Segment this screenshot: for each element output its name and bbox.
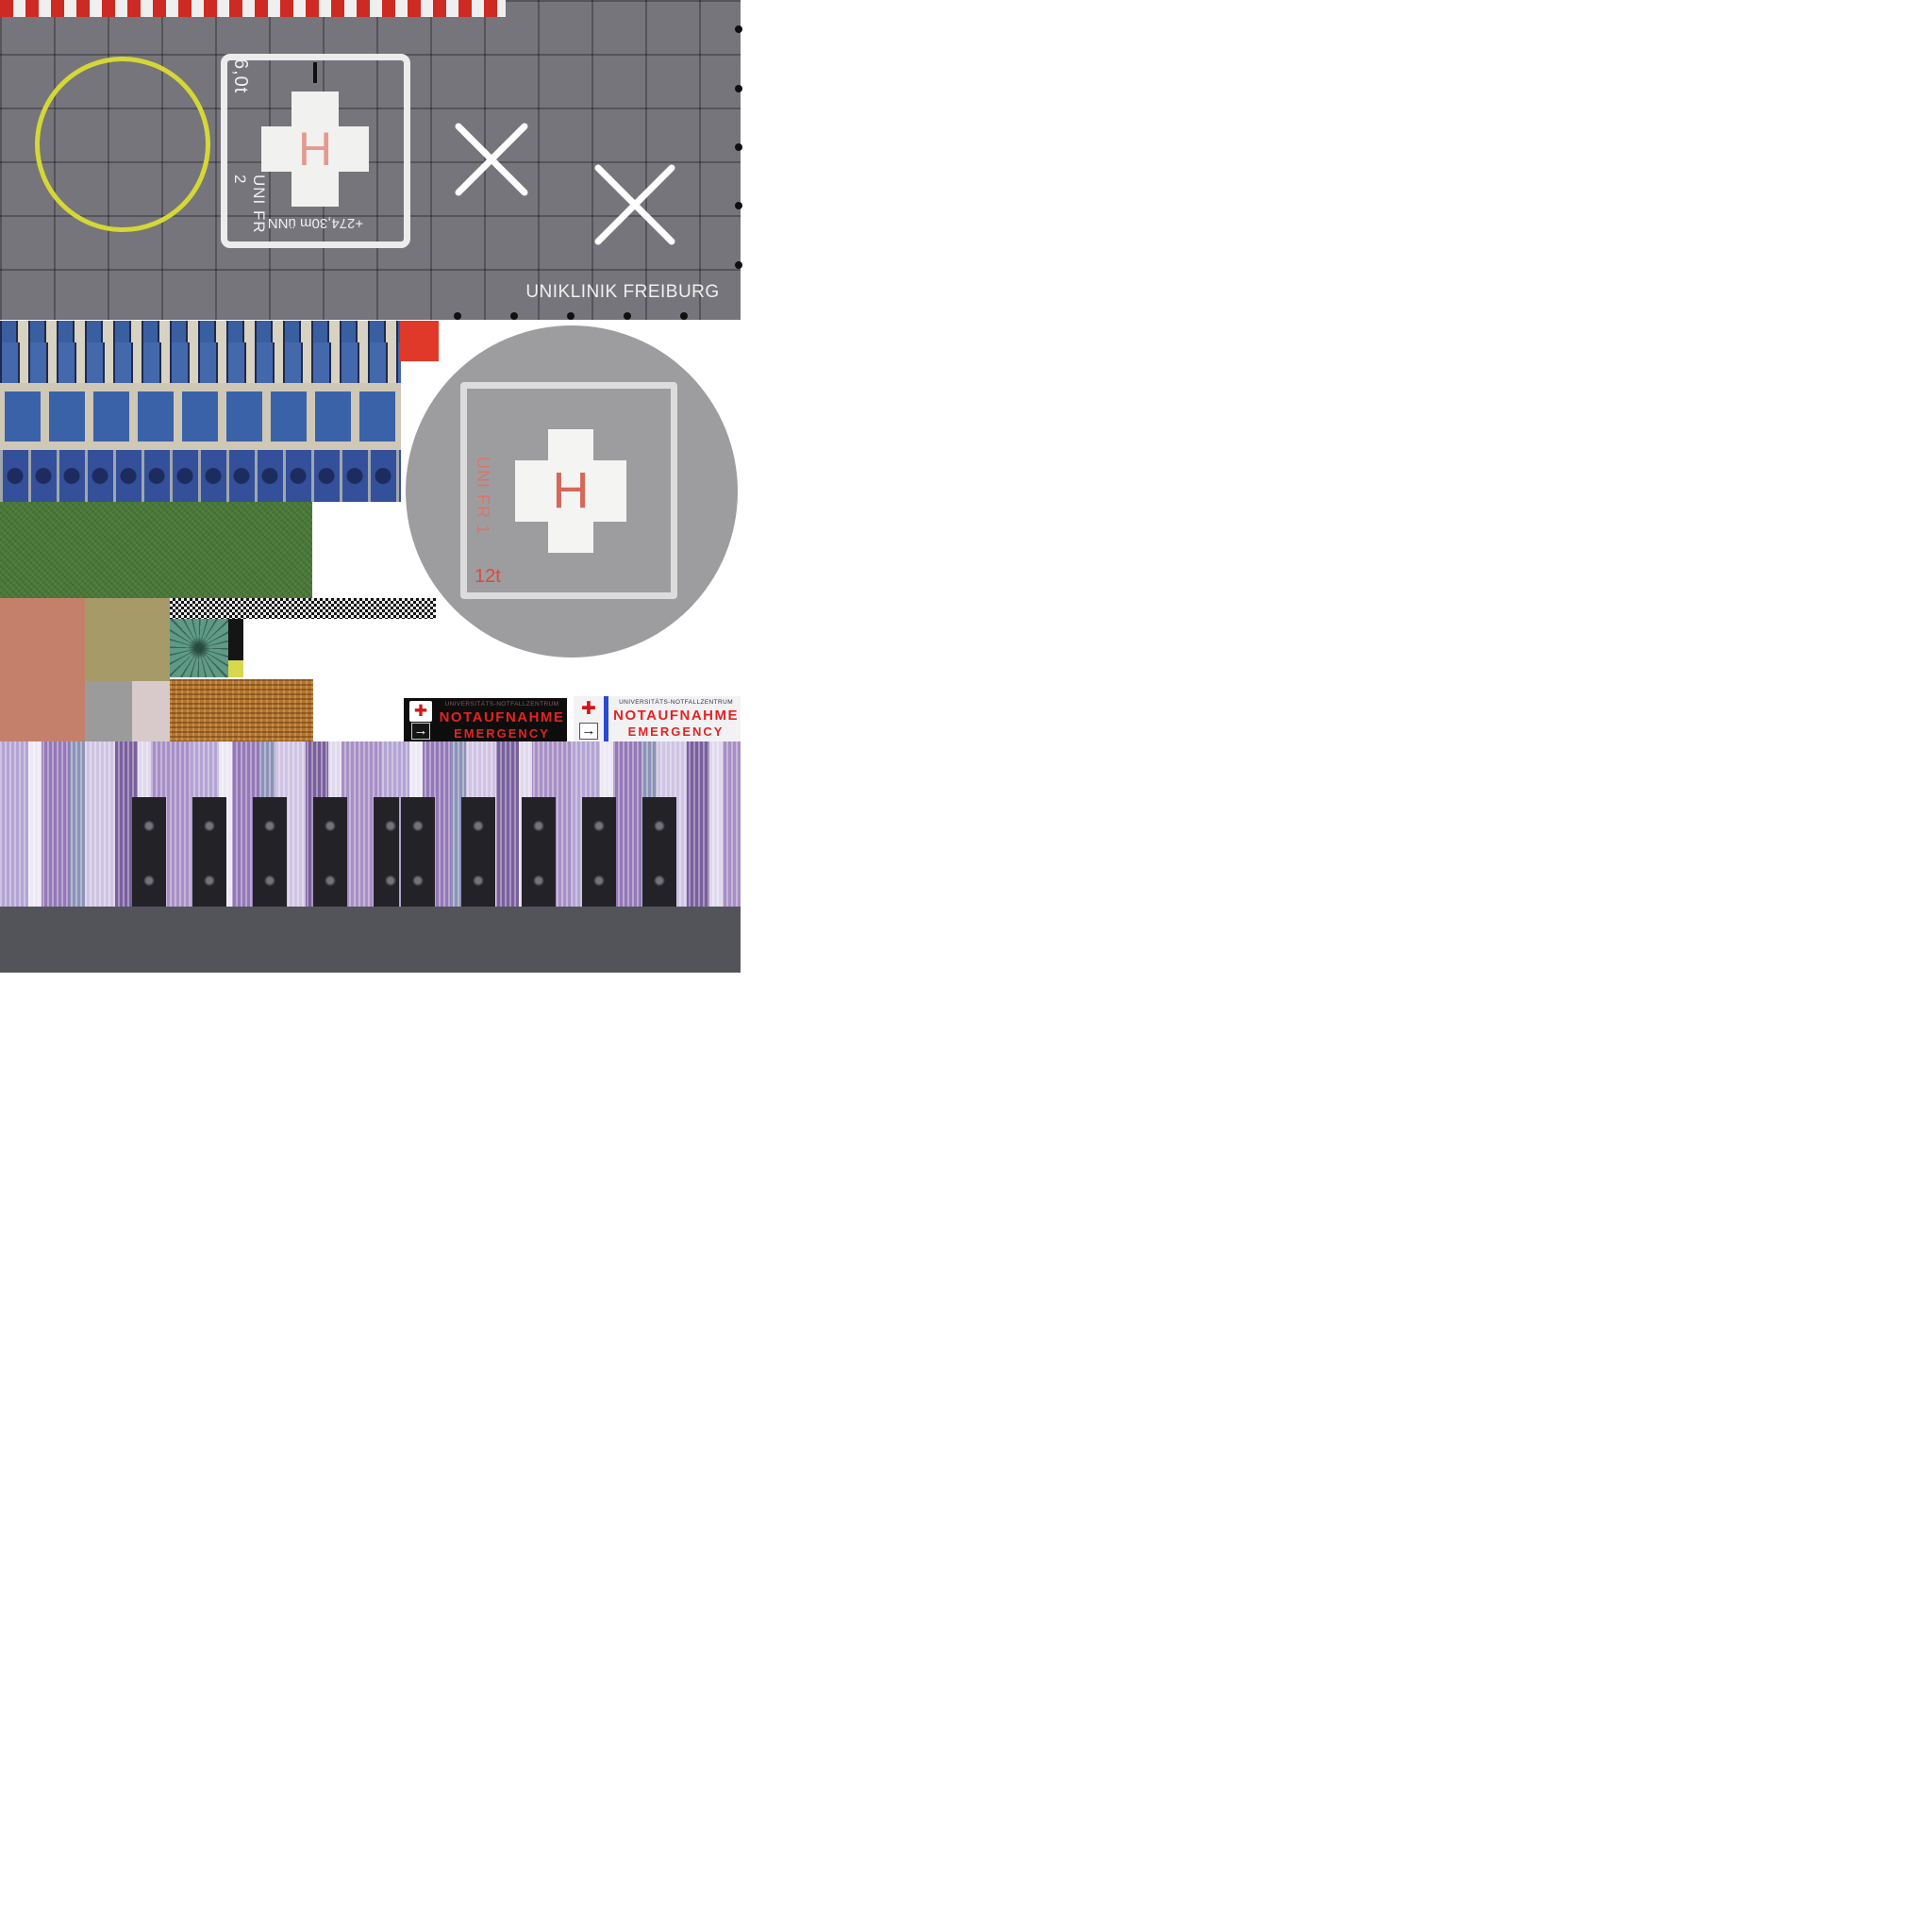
hazard-stripes [0,0,506,17]
rooftop-texture: H 6,0t UNI FR 2 +274,30m üNN UNIKLINIK F… [0,0,742,320]
rooftop-helipad-marking: H 6,0t UNI FR 2 +274,30m üNN [221,54,410,248]
registration-dot [454,312,461,320]
pink-color-swatch [132,681,170,741]
sign-text-column: UNIVERSITÄTS-NOTFALLZENTRUM NOTAUFNAHME … [434,698,567,741]
facade-windows-strip-small [0,321,401,342]
facade-windows-strip-wide [0,383,401,450]
red-cross-icon: ✚ [581,699,596,719]
registration-dot [680,312,688,320]
registration-dot [567,312,575,320]
registration-dot [624,312,631,320]
helipad-weight-limit: 12t [475,566,501,587]
helipad-cross-horizontal [261,126,369,172]
yellow-bar-swatch [228,660,243,677]
red-cross-icon: ✚ [409,701,432,722]
helipad-tick-mark [313,62,317,83]
teal-starburst-swatch [170,619,228,677]
salmon-color-swatch [0,598,85,741]
registration-dot [510,312,518,320]
sign-header: UNIVERSITÄTS-NOTFALLZENTRUM [444,701,559,708]
red-color-swatch [400,321,439,361]
helipad-weight-limit: 6,0t [230,58,251,94]
registration-dot [735,25,742,33]
helipad-square-border: H UNI FR 1 12t [460,382,677,599]
sign-icon-column: ✚ → [404,698,434,741]
registration-dot [735,202,742,209]
sign-icon-column: ✚ → [574,696,600,741]
arrow-right-icon: → [579,723,598,740]
facade-windows-strip-tall [0,342,401,383]
closed-area-x-icon [455,123,528,196]
sign-notaufnahme-label: NOTAUFNAHME [439,709,565,725]
helipad-cross-horizontal [515,460,626,522]
facade-window-panels [401,797,703,855]
helipad-elevation: +274,30m üNN [267,215,364,231]
helipad-code: UNI FR 1 [474,457,492,536]
registration-dot [735,261,742,269]
facade-window-panels [401,855,703,907]
black-bar-swatch [228,619,243,660]
roof-circle-marking [35,57,210,232]
emergency-sign-light: ✚ → UNIVERSITÄTS-NOTFALLZENTRUM NOTAUFNA… [574,696,741,741]
arrow-right-icon: → [411,723,430,740]
facade-window-panels [132,855,399,907]
closed-area-x-icon [594,164,675,245]
hospital-name-label: UNIKLINIK FREIBURG [525,282,720,302]
sign-emergency-label: EMERGENCY [454,726,550,741]
facade-window-panels [132,797,399,855]
sign-emergency-label: EMERGENCY [627,724,724,739]
sign-header: UNIVERSITÄTS-NOTFALLZENTRUM [619,699,734,706]
sign-notaufnahme-label: NOTAUFNAHME [613,708,739,724]
facade-purple-stripes-windows [0,797,741,855]
facade-purple-stripes [0,741,741,797]
dither-pattern-strip [170,598,436,619]
tan-color-swatch [85,598,170,681]
concrete-base-texture [0,907,741,973]
woven-orange-texture [170,679,313,741]
registration-dot [735,143,742,151]
gray-color-swatch [85,681,132,741]
facade-purple-stripes-windows [0,855,741,907]
sign-text-column: UNIVERSITÄTS-NOTFALLZENTRUM NOTAUFNAHME … [608,696,741,741]
helipad-code: UNI FR 2 [231,175,268,234]
ground-helipad-texture: H UNI FR 1 12t [406,325,738,658]
emergency-sign-dark: ✚ → UNIVERSITÄTS-NOTFALLZENTRUM NOTAUFNA… [404,698,567,741]
registration-dot [735,85,742,92]
helipad-h-letter: H [297,123,333,175]
grass-texture [0,502,312,600]
facade-windows-strip-blue [0,450,401,502]
helipad-h-letter: H [552,462,590,519]
blue-divider-bar [604,696,609,741]
